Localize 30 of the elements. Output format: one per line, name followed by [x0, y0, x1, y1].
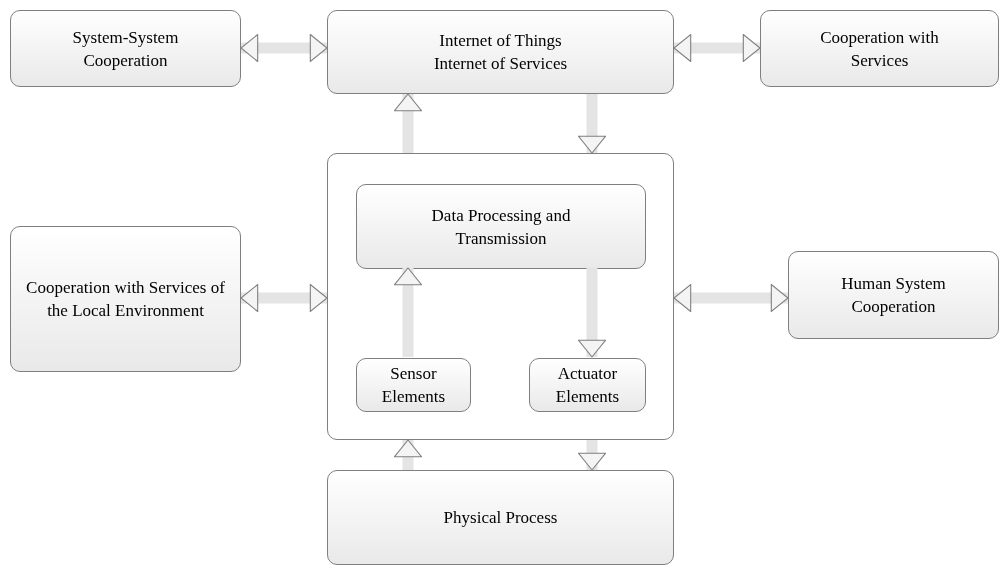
rounded-box — [356, 184, 646, 269]
box-label: Data Processing and Transmission — [430, 204, 572, 250]
rounded-box — [10, 10, 241, 87]
block-arrow — [240, 34, 328, 62]
block-arrow — [673, 34, 761, 62]
box-label: Internet of Things — [439, 30, 562, 52]
box-label: System-System Cooperation — [71, 26, 180, 72]
box-label: Actuator Elements — [554, 363, 621, 408]
block-arrow — [578, 94, 606, 154]
rounded-box — [529, 358, 646, 412]
box-label: Cooperation with Services — [819, 26, 940, 72]
rounded-box — [760, 10, 999, 87]
rounded-box — [327, 10, 674, 94]
container-box — [327, 153, 674, 440]
block-arrow — [578, 268, 606, 358]
rounded-box — [327, 470, 674, 565]
block-arrow — [578, 440, 606, 471]
rounded-box — [356, 358, 471, 412]
block-arrow — [394, 439, 422, 470]
box-label: Human System Cooperation — [840, 273, 947, 318]
block-arrow — [394, 267, 422, 357]
block-arrow — [394, 93, 422, 153]
block-arrow — [240, 284, 328, 312]
box-label: Physical Process — [443, 507, 558, 529]
block-arrow — [673, 284, 789, 312]
rounded-box — [10, 226, 241, 372]
box-label: Internet of Services — [433, 53, 568, 75]
rounded-box — [788, 251, 999, 339]
box-label: Cooperation with Services of the Local Environment — [25, 277, 226, 322]
box-label: Sensor Elements — [380, 363, 447, 408]
